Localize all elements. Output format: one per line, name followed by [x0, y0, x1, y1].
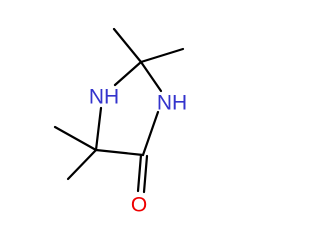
bond-n3-c4: [141, 110, 160, 157]
bond-carbonyl-2: [142, 154, 149, 194]
atom-label-n1: NH: [89, 86, 119, 109]
bond-c2-methyl-a: [112, 27, 143, 64]
molecule-svg: NH NH O: [53, 27, 187, 217]
atom-label-oxygen: O: [131, 194, 147, 217]
bond-n1-c2: [113, 60, 143, 87]
bond-c5-methyl-a: [53, 125, 98, 152]
atom-label-n3: NH: [157, 92, 187, 115]
bond-c2-n3: [139, 60, 163, 93]
bond-c4-c5: [94, 148, 145, 157]
bond-carbonyl-1: [136, 153, 143, 193]
bond-c5-n1: [94, 106, 103, 152]
bond-c2-methyl-b: [139, 47, 185, 64]
bond-c5-methyl-b: [66, 148, 98, 181]
structure-diagram: NH NH O: [53, 27, 188, 217]
